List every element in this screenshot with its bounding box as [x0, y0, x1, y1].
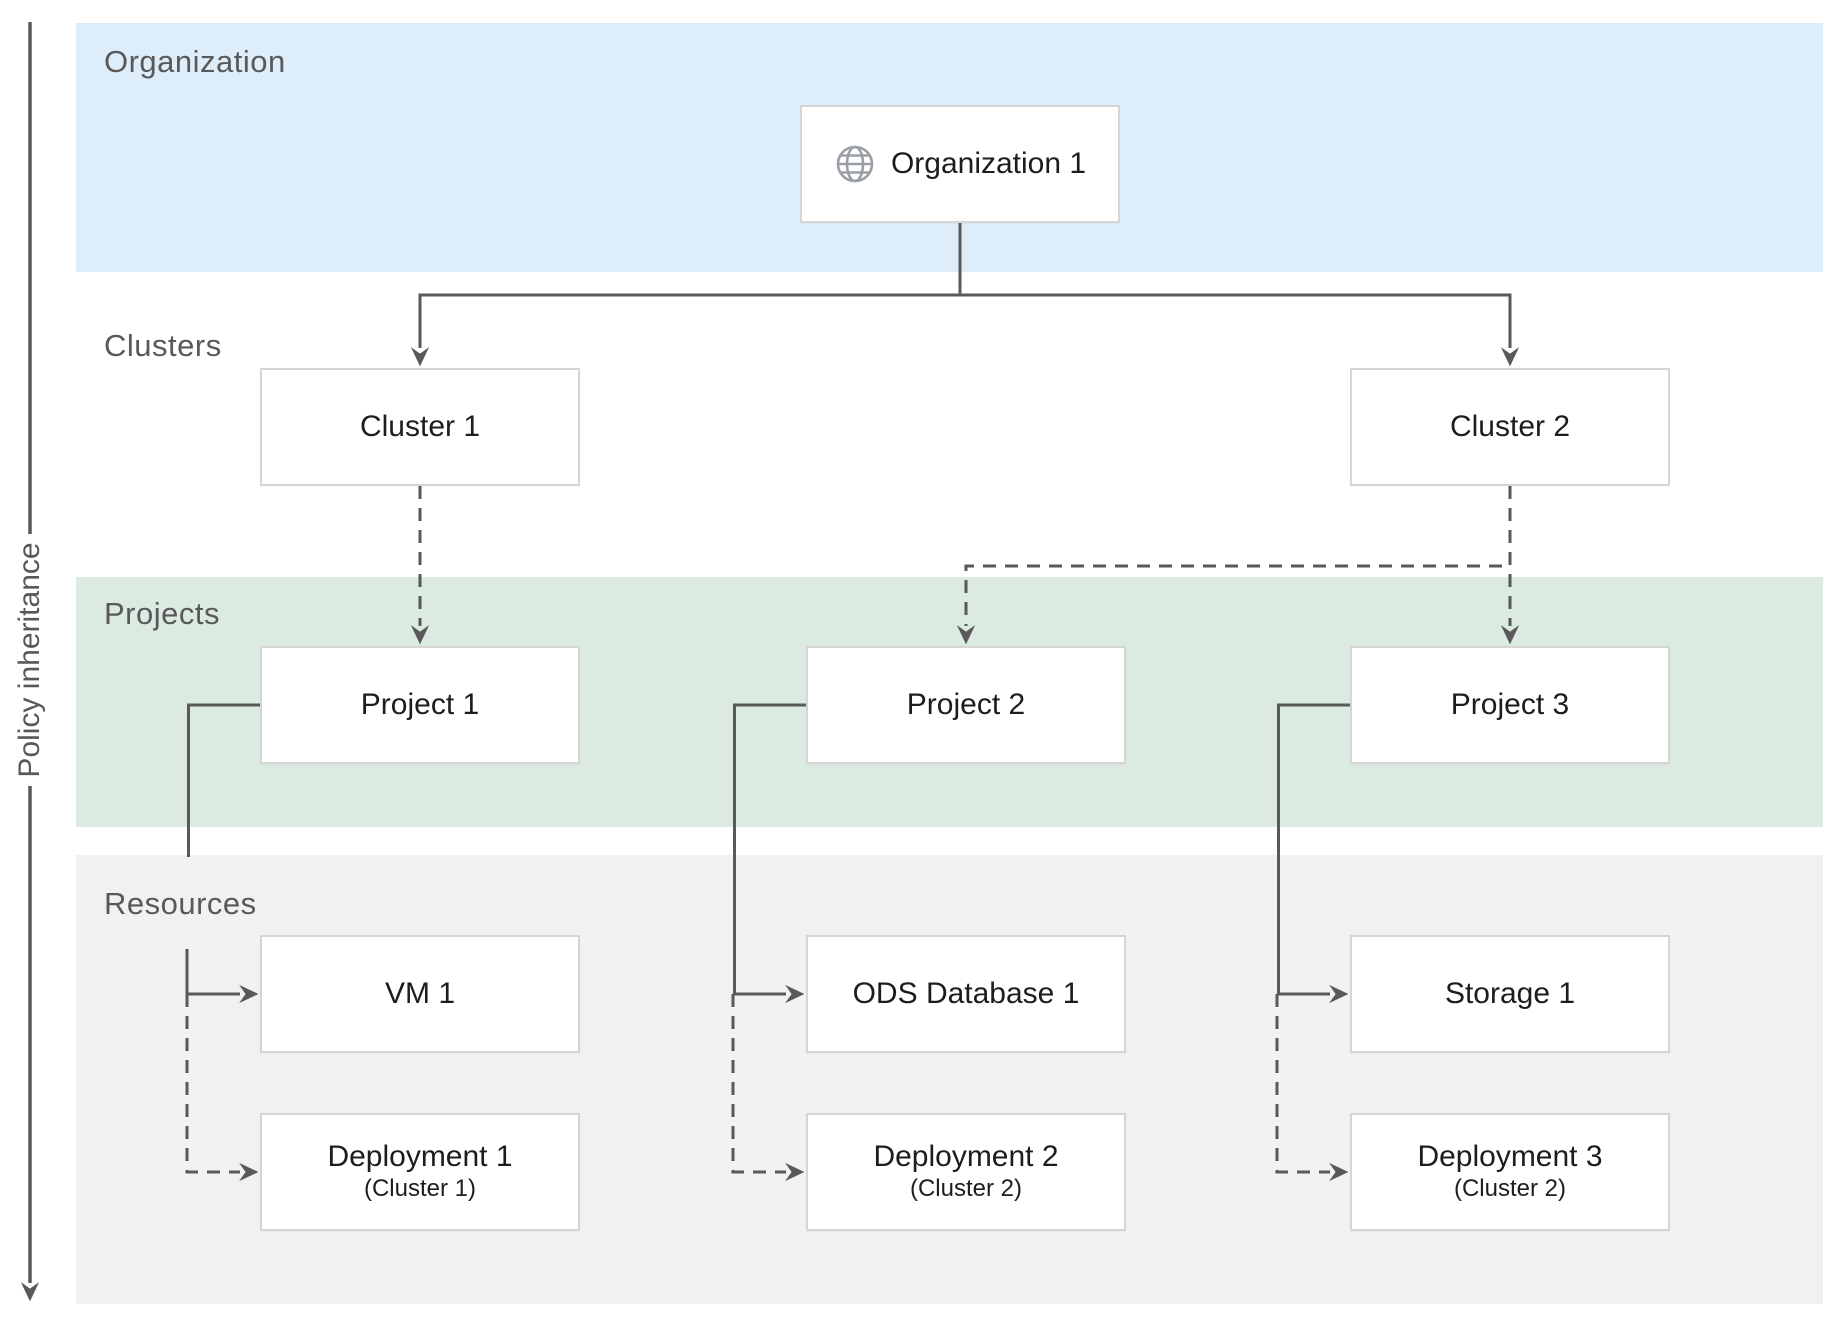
- edge-project1-dep1: [185, 994, 259, 1182]
- node-deployment-1: Deployment 1 (Cluster 1): [260, 1113, 580, 1231]
- band-label-clusters: Clusters: [104, 328, 222, 363]
- node-label: Cluster 1: [359, 410, 481, 443]
- node-label: Cluster 2: [1449, 410, 1571, 443]
- dashed-connectors: [185, 486, 1520, 1182]
- band-label-resources: Resources: [104, 886, 257, 921]
- node-label: Deployment 2 (Cluster 2): [873, 1140, 1059, 1202]
- node-sublabel: (Cluster 1): [363, 1175, 476, 1202]
- node-organization-1: Organization 1: [800, 105, 1120, 223]
- node-label: Project 3: [1450, 688, 1570, 721]
- solid-connectors: [185, 223, 1520, 1004]
- node-storage-1: Storage 1: [1350, 935, 1670, 1053]
- node-cluster-2: Cluster 2: [1350, 368, 1670, 486]
- node-label: Deployment 1 (Cluster 1): [327, 1140, 513, 1202]
- node-label: Project 1: [360, 688, 480, 721]
- edge-cluster2-project2: [956, 486, 1512, 645]
- edge-project3-dep3: [1275, 994, 1349, 1182]
- node-sublabel: (Cluster 2): [1453, 1175, 1566, 1202]
- node-vm-1: VM 1: [260, 935, 580, 1053]
- node-label: Organization 1: [890, 147, 1087, 180]
- band-label-projects: Projects: [104, 596, 220, 631]
- node-project-3: Project 3: [1350, 646, 1670, 764]
- edge-project2-dep2: [731, 994, 805, 1182]
- node-project-2: Project 2: [806, 646, 1126, 764]
- node-label: VM 1: [384, 977, 456, 1010]
- edge-project1-elbow-a: [187, 703, 260, 857]
- node-ods-database-1: ODS Database 1: [806, 935, 1126, 1053]
- band-label-organization: Organization: [104, 44, 286, 79]
- globe-icon: [836, 145, 874, 183]
- node-sublabel: (Cluster 2): [909, 1175, 1022, 1202]
- edge-project3-elbow: [1277, 703, 1350, 994]
- node-label: Storage 1: [1444, 977, 1576, 1010]
- node-project-1: Project 1: [260, 646, 580, 764]
- node-label: Project 2: [906, 688, 1026, 721]
- node-label: Deployment 3 (Cluster 2): [1417, 1140, 1603, 1202]
- node-deployment-2: Deployment 2 (Cluster 2): [806, 1113, 1126, 1231]
- edge-project2-elbow: [733, 703, 806, 994]
- node-cluster-1: Cluster 1: [260, 368, 580, 486]
- node-label: ODS Database 1: [852, 977, 1080, 1010]
- node-deployment-3: Deployment 3 (Cluster 2): [1350, 1113, 1670, 1231]
